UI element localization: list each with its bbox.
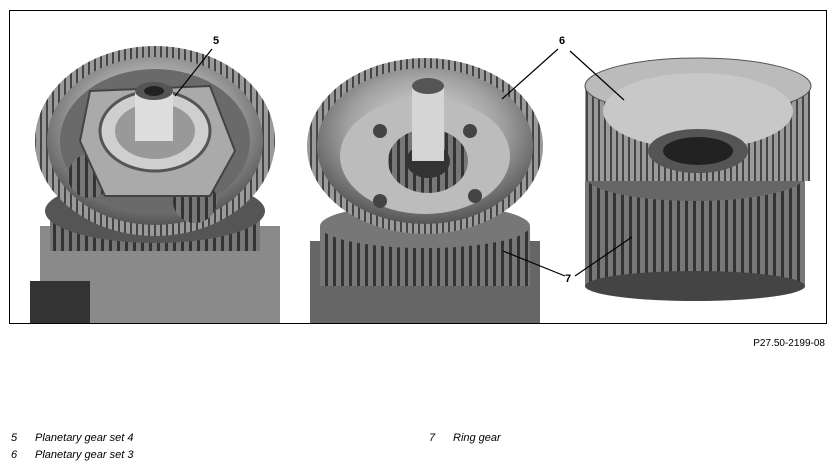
legend-number: 6 [11,449,18,461]
leader-line-7b [574,236,633,277]
legend-item-5: 5 Planetary gear set 4 [11,432,133,444]
legend-number: 7 [429,432,436,444]
gear-photo-figure: 5 6 7 [9,10,827,324]
legend-item-6: 6 Planetary gear set 3 [11,449,133,461]
figure-reference: P27.50-2199-08 [753,338,825,349]
legend-number: 5 [11,432,18,444]
legend-text: Ring gear [453,432,501,444]
leader-line-5 [174,48,213,97]
callout-6: 6 [559,35,566,47]
leader-line-7a [502,250,566,277]
planetary-gear-set-4-image [30,46,280,323]
ring-gear-image [584,57,812,301]
leader-line-6b [569,50,625,101]
legend-text: Planetary gear set 4 [35,432,134,444]
callout-5: 5 [213,35,220,47]
legend-text: Planetary gear set 3 [35,449,134,461]
callout-7: 7 [565,273,572,285]
planetary-gear-set-3-image [307,58,543,323]
legend-item-7: 7 Ring gear [429,432,501,444]
leader-line-6a [501,48,559,100]
gear-illustration [30,46,812,323]
